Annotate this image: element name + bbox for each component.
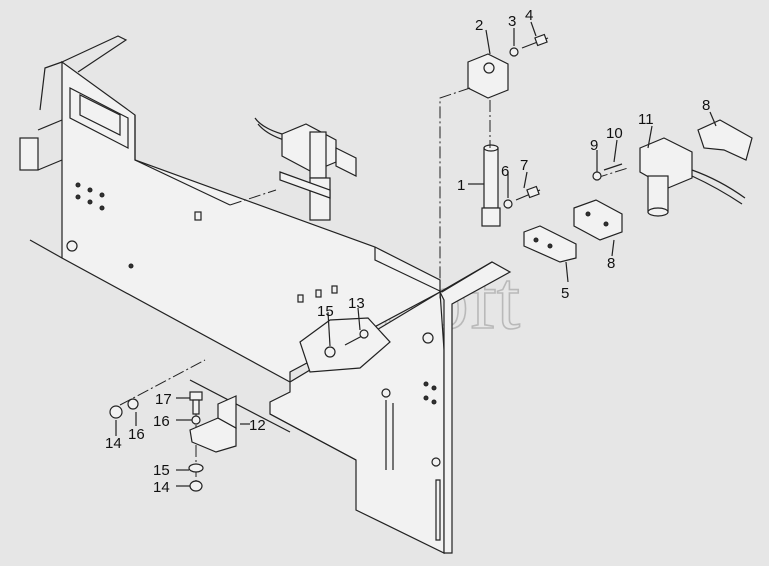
callout-12: 12 [249, 417, 266, 434]
frame-panel [19, 35, 441, 384]
callout-15-upper: 15 [317, 303, 334, 320]
callout-10: 10 [606, 125, 623, 142]
clamp-5 [523, 225, 577, 263]
callout-5: 5 [561, 285, 569, 302]
callout-14-lower: 14 [153, 479, 170, 496]
washer-16-left [127, 398, 139, 410]
nut-14-lower [189, 480, 203, 492]
switch-assembly [254, 117, 357, 221]
callout-2: 2 [475, 17, 483, 34]
washer-15-lower [188, 463, 204, 473]
sensor-11 [639, 137, 746, 217]
bolt-7-head [526, 185, 540, 199]
callout-16-left: 16 [128, 426, 145, 443]
callout-11: 11 [638, 111, 654, 128]
washer-16-right [191, 415, 201, 425]
bolt-13 [344, 329, 369, 346]
washer-6 [503, 199, 513, 209]
leader-lines [115, 21, 717, 487]
callout-4: 4 [525, 7, 533, 24]
callout-3: 3 [508, 13, 516, 30]
lower-beam [189, 247, 512, 554]
callout-17: 17 [155, 391, 172, 408]
nut-14-left [109, 405, 123, 419]
callout-13: 13 [348, 295, 365, 312]
clamp-8-lower [573, 199, 623, 241]
callout-6: 6 [501, 163, 509, 180]
callout-7: 7 [520, 157, 528, 174]
bracket-12 [189, 395, 237, 453]
callout-labels: 1 2 3 4 5 6 7 8 8 9 10 11 12 13 14 14 15… [105, 7, 710, 496]
callout-16-right: 16 [153, 413, 170, 430]
bolt-17 [189, 391, 203, 415]
screw-10 [603, 163, 623, 171]
washer-15 [324, 346, 336, 358]
centerline-d [119, 359, 206, 406]
callout-1: 1 [457, 177, 465, 194]
washer-9 [592, 171, 602, 181]
callout-8-upper: 8 [702, 97, 710, 114]
callout-15-lower: 15 [153, 462, 170, 479]
centerline-a [439, 87, 471, 300]
callout-8-lower: 8 [607, 255, 615, 272]
clamp-8-upper [697, 119, 753, 161]
callout-14-left: 14 [105, 435, 122, 452]
callout-9: 9 [590, 137, 598, 154]
centerline-c [229, 189, 277, 206]
rod-1 [481, 144, 501, 227]
block-assembly [467, 33, 549, 99]
